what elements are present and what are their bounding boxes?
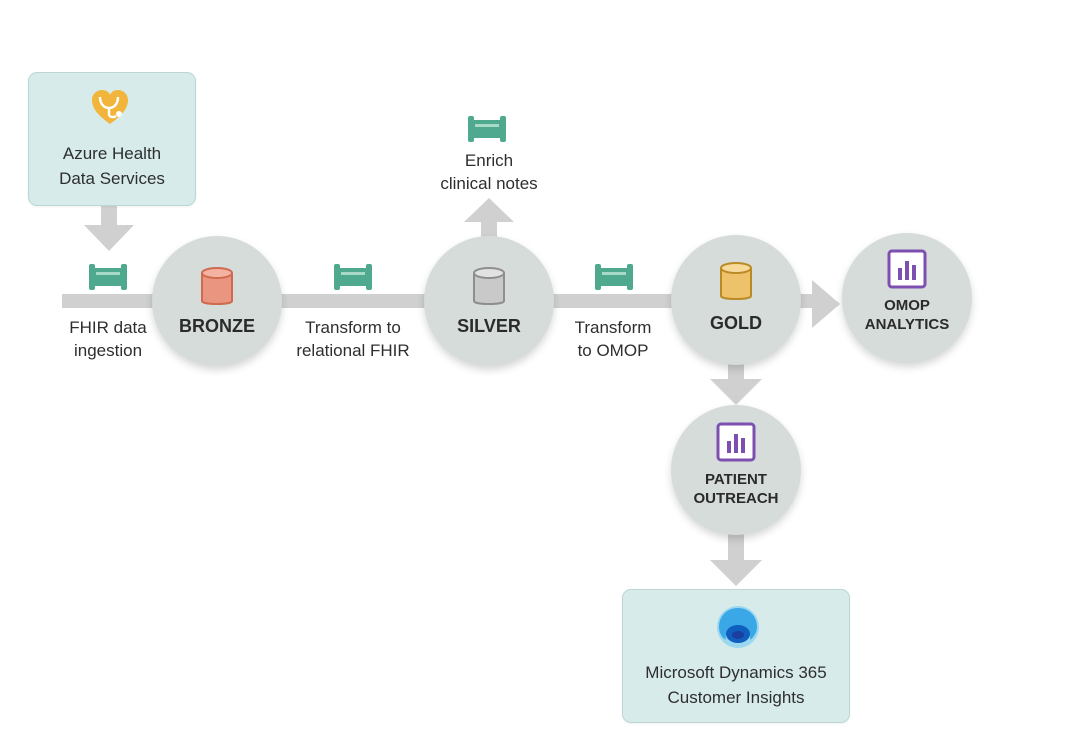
ahds-label-line2: Data Services <box>59 169 165 188</box>
gold-to-outreach-head <box>710 379 762 405</box>
omop-analytics-label-line2: ANALYTICS <box>864 316 950 333</box>
enrich-label: Enrich clinical notes <box>422 149 556 195</box>
ahds-label-line1: Azure Health <box>62 144 162 163</box>
dynamics-label-line2: Customer Insights <box>667 688 805 707</box>
azure-health-data-services-box: Azure Health Data Services <box>28 72 196 206</box>
arrow-to-omop-analytics <box>812 280 840 328</box>
heart-stethoscope-icon <box>92 90 128 124</box>
ingestion-label: FHIR data ingestion <box>52 316 164 362</box>
bronze-node: BRONZE <box>152 236 282 366</box>
outreach-to-dynamics-head <box>710 560 762 586</box>
silver-database-icon <box>473 267 505 305</box>
dynamics-365-box: Microsoft Dynamics 365 Customer Insights <box>622 589 850 723</box>
omop-transform-label: Transform to OMOP <box>558 316 668 362</box>
patient-outreach-label-line2: OUTREACH <box>693 490 779 507</box>
enrich-label-line2: clinical notes <box>440 174 538 193</box>
patient-outreach-node: PATIENT OUTREACH <box>671 405 801 535</box>
bronze-database-icon <box>201 267 233 305</box>
enrich-pipeline-icon <box>468 116 506 142</box>
bronze-label: BRONZE <box>179 316 255 336</box>
gold-label: GOLD <box>710 313 762 333</box>
omop-analytics-node: OMOP ANALYTICS <box>842 233 972 363</box>
relational-label-line1: Transform to <box>305 318 401 337</box>
ahds-arrow-shaft <box>101 205 117 227</box>
ingestion-label-line1: FHIR data <box>69 318 147 337</box>
silver-node: SILVER <box>424 236 554 366</box>
gold-database-icon <box>720 262 752 300</box>
ahds-arrow-head <box>84 225 134 251</box>
omop-pipeline-icon <box>595 264 633 290</box>
outreach-report-chart-icon <box>716 422 756 462</box>
enrich-label-line1: Enrich <box>464 151 514 170</box>
silver-label: SILVER <box>457 316 521 336</box>
omop-transform-label-line2: to OMOP <box>577 341 649 360</box>
gold-node: GOLD <box>671 235 801 365</box>
relational-label-line2: relational FHIR <box>296 341 410 360</box>
omop-report-chart-icon <box>887 249 927 289</box>
relational-pipeline-icon <box>334 264 372 290</box>
omop-transform-label-line1: Transform <box>574 318 652 337</box>
ingestion-pipeline-icon <box>89 264 127 290</box>
dynamics-label-line1: Microsoft Dynamics 365 <box>645 663 827 682</box>
relational-label: Transform to relational FHIR <box>285 316 421 362</box>
dynamics-365-icon <box>717 606 759 648</box>
omop-analytics-label-line1: OMOP <box>884 297 930 314</box>
patient-outreach-label-line1: PATIENT <box>705 471 767 488</box>
ingestion-label-line2: ingestion <box>73 341 143 360</box>
patient-outreach-label: PATIENT OUTREACH <box>671 470 801 508</box>
omop-analytics-label: OMOP ANALYTICS <box>842 296 972 334</box>
enrich-arrow-head <box>464 198 514 222</box>
